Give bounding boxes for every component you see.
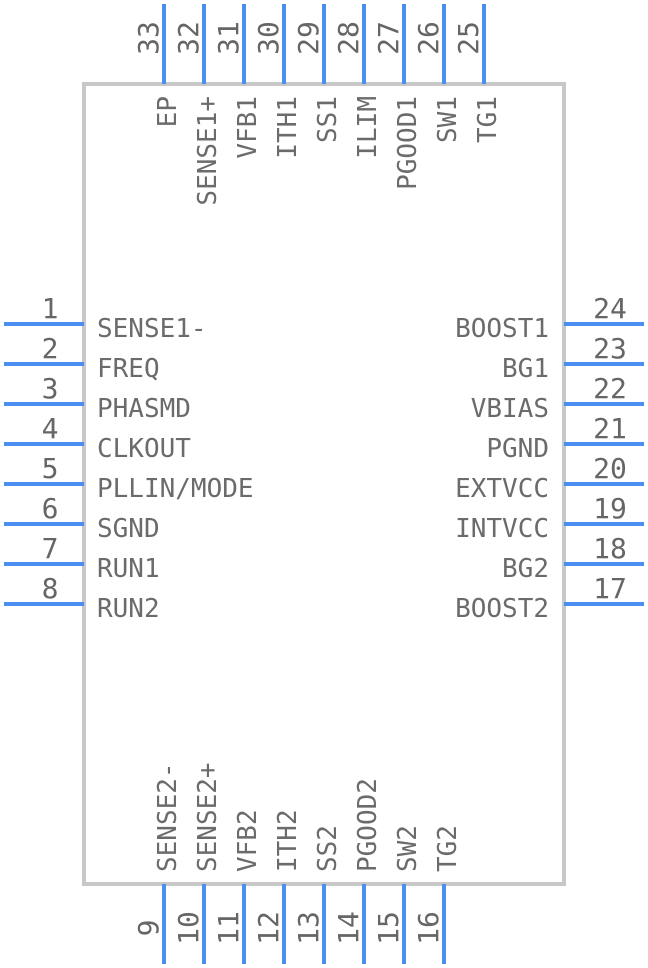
- pin-26-label: SW1: [433, 96, 463, 143]
- pin-19-number: 19: [593, 492, 627, 525]
- pin-21-label: PGND: [486, 434, 549, 464]
- pin-31-number: 31: [212, 21, 245, 55]
- pin-23-label: BG1: [502, 354, 549, 384]
- pin-5-label: PLLIN/MODE: [97, 474, 254, 504]
- pin-15-number: 15: [372, 911, 405, 945]
- pin-17-number: 17: [593, 572, 627, 605]
- pin-14-label: PGOOD2: [353, 778, 383, 872]
- pin-24-label: BOOST1: [455, 314, 549, 344]
- pin-28-label: ILIM: [353, 96, 383, 159]
- pin-3-number: 3: [42, 372, 59, 405]
- pin-18-number: 18: [593, 532, 627, 565]
- pin-5-number: 5: [42, 452, 59, 485]
- pin-2-label: FREQ: [97, 354, 160, 384]
- pin-32-number: 32: [172, 21, 205, 55]
- chip-body: [82, 82, 566, 886]
- pin-1-label: SENSE1-: [97, 314, 207, 344]
- pin-17-label: BOOST2: [455, 594, 549, 624]
- pin-33-label: EP: [153, 96, 183, 127]
- pin-8-number: 8: [42, 572, 59, 605]
- pin-22-label: VBIAS: [471, 394, 549, 424]
- pin-10-number: 10: [172, 911, 205, 945]
- pin-18-label: BG2: [502, 554, 549, 584]
- pin-9-label: SENSE2-: [153, 762, 183, 872]
- pin-28-number: 28: [332, 21, 365, 55]
- pin-19-label: INTVCC: [455, 514, 549, 544]
- pin-27-label: PGOOD1: [393, 96, 423, 190]
- pin-27-number: 27: [372, 21, 405, 55]
- pin-6-label: SGND: [97, 514, 160, 544]
- pin-30-number: 30: [252, 21, 285, 55]
- pin-14-number: 14: [332, 911, 365, 945]
- pin-29-label: SS1: [313, 96, 343, 143]
- pin-6-number: 6: [42, 492, 59, 525]
- pin-32-label: SENSE1+: [193, 96, 223, 206]
- pin-4-label: CLKOUT: [97, 434, 191, 464]
- pin-16-number: 16: [412, 911, 445, 945]
- pin-1-number: 1: [42, 292, 59, 325]
- pin-33-number: 33: [132, 21, 165, 55]
- pin-30-label: ITH1: [273, 96, 303, 159]
- pin-26-number: 26: [412, 21, 445, 55]
- pin-12-number: 12: [252, 911, 285, 945]
- pin-22-number: 22: [593, 372, 627, 405]
- pin-20-label: EXTVCC: [455, 474, 549, 504]
- pin-29-number: 29: [292, 21, 325, 55]
- pin-25-number: 25: [452, 21, 485, 55]
- pin-11-label: VFB2: [233, 809, 263, 872]
- pin-31-label: VFB1: [233, 96, 263, 159]
- pin-21-number: 21: [593, 412, 627, 445]
- pin-20-number: 20: [593, 452, 627, 485]
- pin-2-number: 2: [42, 332, 59, 365]
- pin-4-number: 4: [42, 412, 59, 445]
- pin-7-label: RUN1: [97, 554, 160, 584]
- pin-25-label: TG1: [473, 96, 503, 143]
- pin-23-number: 23: [593, 332, 627, 365]
- pin-15-label: SW2: [393, 825, 423, 872]
- bottom-pins: 9 SENSE2- 10 SENSE2+ 11 VFB2 12 ITH2 13 SS2 14 PGOO…: [132, 762, 463, 964]
- pin-7-number: 7: [42, 532, 59, 565]
- pin-12-label: ITH2: [273, 809, 303, 872]
- pin-10-label: SENSE2+: [193, 762, 223, 872]
- pin-13-label: SS2: [313, 825, 343, 872]
- pin-11-number: 11: [212, 911, 245, 945]
- pin-3-label: PHASMD: [97, 394, 191, 424]
- pin-13-number: 13: [292, 911, 325, 945]
- pin-24-number: 24: [593, 292, 627, 325]
- pin-16-label: TG2: [433, 825, 463, 872]
- pin-9-number: 9: [132, 920, 165, 937]
- pin-8-label: RUN2: [97, 594, 160, 624]
